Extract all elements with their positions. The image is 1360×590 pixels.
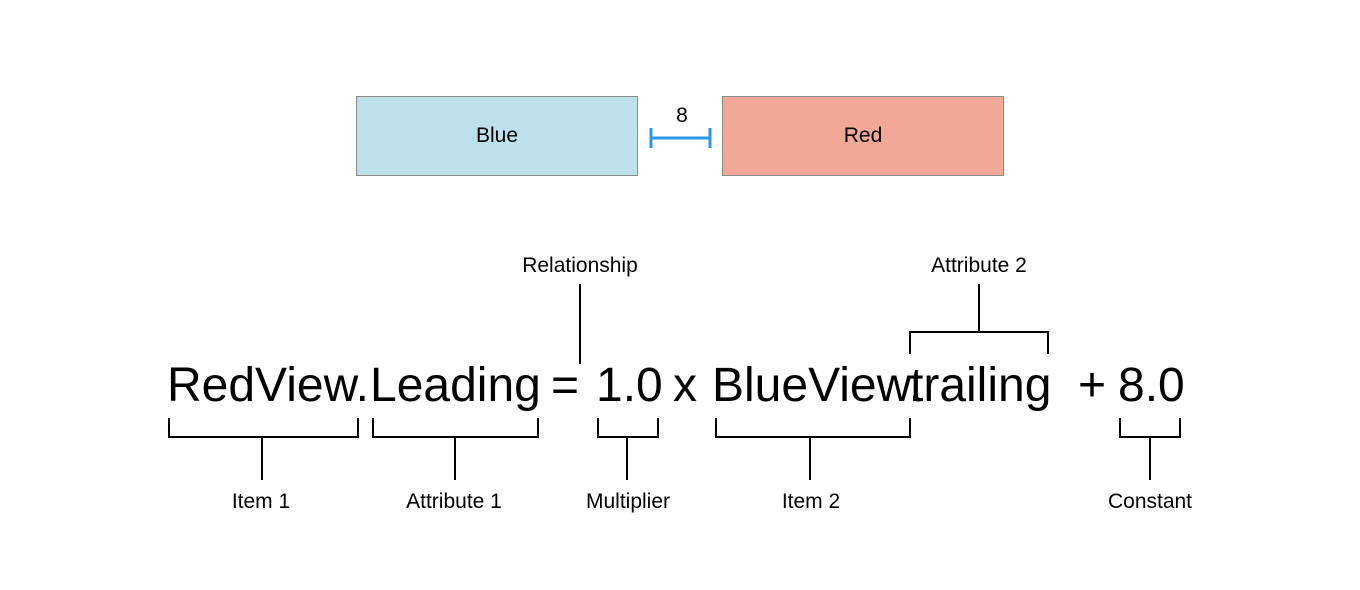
equation-constant: 8.0	[1118, 359, 1185, 412]
spacing-value: 8	[676, 104, 688, 127]
equation-plus: +	[1078, 359, 1107, 412]
multiplier-bracket	[597, 418, 659, 480]
equation-relation: =	[551, 359, 580, 412]
equation-attribute2: trailing	[910, 359, 1052, 412]
attribute1-label: Attribute 1	[406, 490, 502, 513]
blue-view-box: Blue	[356, 96, 638, 176]
multiplier-label: Multiplier	[585, 490, 671, 513]
equation-item1: RedView.	[167, 359, 369, 412]
attribute2-label: Attribute 2	[931, 254, 1027, 277]
red-view-label: Red	[843, 124, 883, 147]
constant-label: Constant	[1107, 490, 1193, 513]
equation-operator: x	[673, 359, 697, 412]
attribute2-bracket	[909, 284, 1049, 354]
equation-attribute1: Leading	[370, 359, 541, 412]
item2-bracket	[715, 418, 911, 480]
equation-multiplier: 1.0	[596, 359, 663, 412]
item1-label: Item 1	[231, 490, 291, 513]
red-view-box: Red	[722, 96, 1004, 176]
equation-item2: BlueView.	[712, 359, 922, 412]
relationship-label: Relationship	[522, 254, 638, 277]
spacing-indicator	[649, 128, 712, 148]
item1-bracket	[168, 418, 359, 480]
blue-view-label: Blue	[475, 124, 519, 147]
item2-label: Item 2	[781, 490, 841, 513]
attribute1-bracket	[372, 418, 539, 480]
constant-bracket	[1119, 418, 1181, 480]
